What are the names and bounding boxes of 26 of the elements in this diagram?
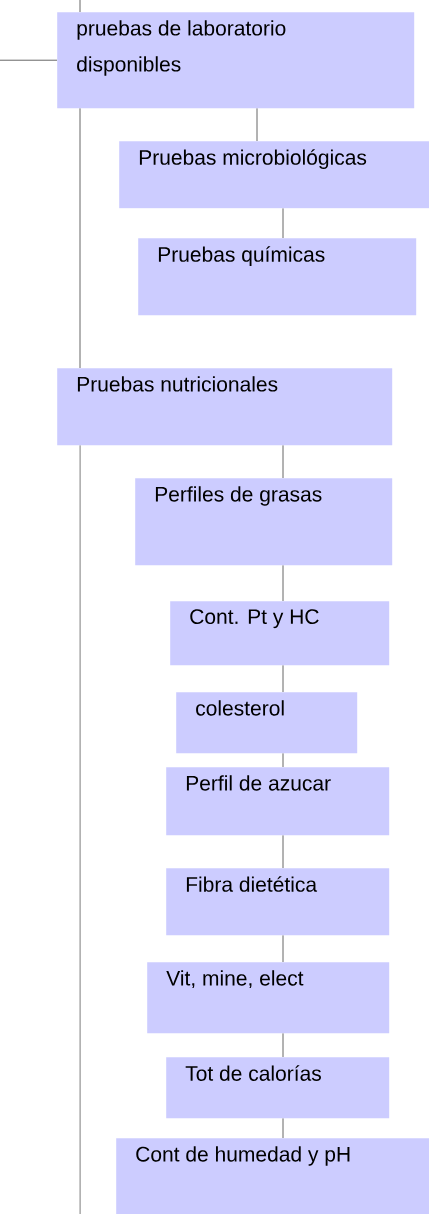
connector-line xyxy=(256,107,258,142)
connector-line xyxy=(282,1117,284,1139)
connector-line xyxy=(282,834,284,869)
process-box: Tot de calorías xyxy=(166,1057,390,1119)
process-box: Pruebas químicas xyxy=(138,238,417,316)
process-box: Cont de humedad y pH xyxy=(116,1138,429,1214)
connector-line xyxy=(282,934,284,963)
process-box: Vit, mine, elect xyxy=(147,962,390,1034)
connector-line xyxy=(282,752,284,768)
process-box: Fibra dietética xyxy=(166,868,390,936)
process-box: Pruebas microbiológicas xyxy=(119,141,429,209)
connector-line xyxy=(79,444,81,1214)
connector-line xyxy=(282,564,284,602)
connector-line xyxy=(282,664,284,693)
connector-line xyxy=(282,444,284,479)
connector-line xyxy=(282,1032,284,1058)
connector-line xyxy=(79,107,81,369)
process-box: Perfiles de grasas xyxy=(135,478,393,566)
process-box: pruebas de laboratorio disponibles xyxy=(57,12,415,109)
process-box: colesterol xyxy=(176,692,358,754)
process-box: Cont. Pt y HC xyxy=(170,601,390,666)
process-box: Pruebas nutricionales xyxy=(57,368,393,446)
connector-line xyxy=(79,0,81,13)
connector-line xyxy=(282,207,284,239)
connector-line xyxy=(0,59,58,61)
process-box: Perfil de azucar xyxy=(166,767,390,836)
